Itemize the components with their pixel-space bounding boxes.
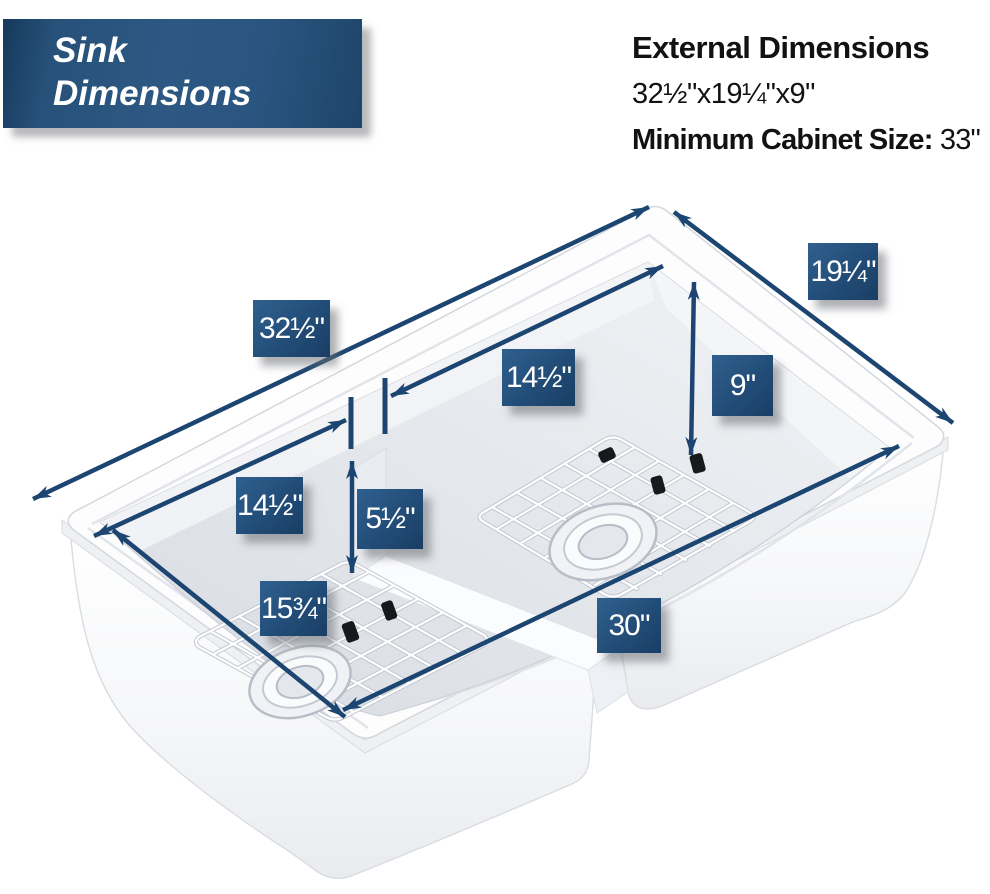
dimension-label-overall-length: 32½": [253, 300, 330, 357]
dimension-arrow-right-bowl-width: [390, 263, 664, 399]
dimension-arrow-depth: [685, 281, 700, 456]
dimension-arrow-bottom-length: [342, 443, 900, 713]
minimum-cabinet-size-line: Minimum Cabinet Size: 33": [632, 124, 988, 157]
dimension-annotations: [32, 204, 955, 719]
dimension-arrow-overall-width: [672, 210, 955, 425]
cabinet-size-label: Minimum Cabinet Size:: [632, 124, 933, 156]
banner-title-line2: Dimensions: [53, 74, 252, 113]
dimension-label-divider-height: 5½": [357, 489, 423, 549]
dimension-label-bowl-depth: 9": [712, 355, 773, 416]
external-dimensions-value: 32½"x19¼"x9": [632, 78, 815, 110]
dimension-label-front-to-back: 15¾": [260, 581, 327, 636]
title-banner: Sink Dimensions: [3, 19, 362, 128]
dimension-arrow-front-to-back: [111, 528, 347, 719]
banner-title-line1: Sink: [53, 31, 127, 70]
dimension-label-bottom-length: 30": [597, 598, 661, 653]
dimension-label-right-bowl-width: 14½": [502, 349, 575, 406]
dimension-arrow-left-bowl-width: [93, 417, 347, 539]
dimension-label-overall-width: 19¼": [808, 243, 878, 300]
cabinet-size-value: 33": [939, 124, 981, 156]
dimension-label-left-bowl-width: 14½": [236, 477, 303, 534]
left-bowl-exterior: [69, 525, 616, 879]
sink-body: [61, 205, 949, 879]
rim-front-edge: [61, 436, 949, 754]
external-dimensions-title: External Dimensions: [632, 30, 930, 65]
external-dimensions-block: External Dimensions 32½"x19¼"x9" Minimum…: [632, 30, 988, 157]
